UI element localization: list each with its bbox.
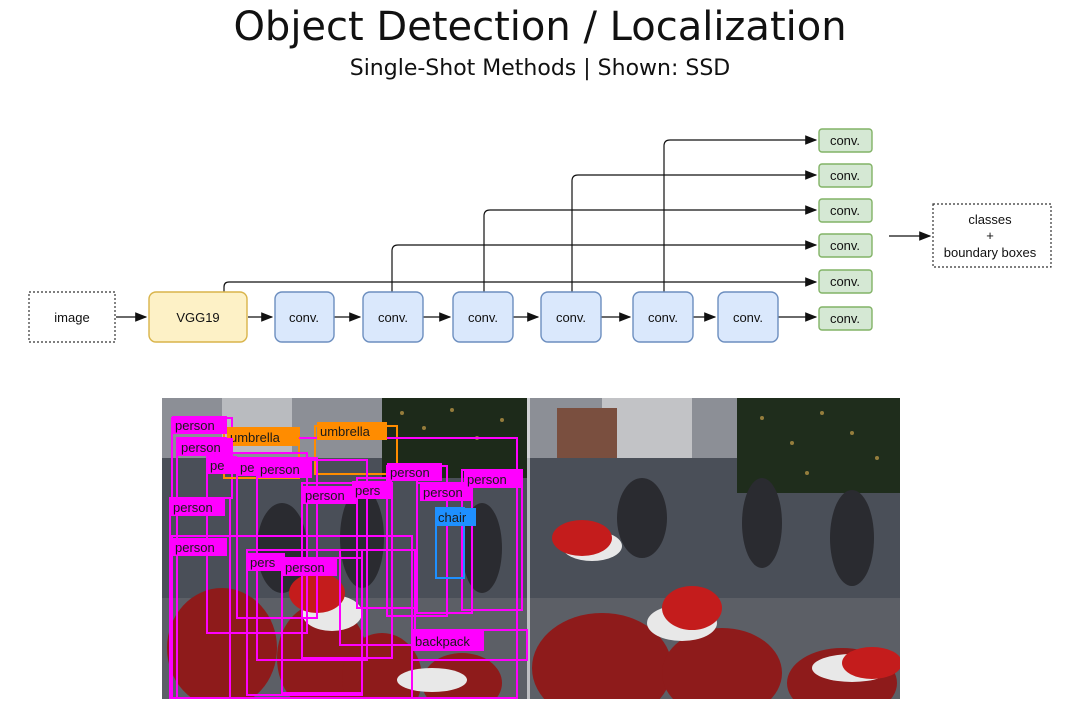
skip-conv3-head4 bbox=[483, 205, 818, 292]
detection-label: person bbox=[423, 485, 463, 500]
output-label-line3: boundary boxes bbox=[944, 245, 1037, 260]
head-conv-label: conv. bbox=[830, 311, 860, 326]
conv-node-label: conv. bbox=[648, 310, 678, 325]
output-node: classes + boundary boxes bbox=[932, 203, 1052, 268]
conv-node-2: conv. bbox=[362, 291, 424, 343]
conv-node-3: conv. bbox=[452, 291, 514, 343]
head-conv-3: conv. bbox=[818, 233, 873, 258]
detection-label: person bbox=[175, 540, 215, 555]
conv-node-4: conv. bbox=[540, 291, 602, 343]
head-conv-2: conv. bbox=[818, 269, 873, 294]
conv-node-label: conv. bbox=[468, 310, 498, 325]
head-conv-label: conv. bbox=[830, 168, 860, 183]
detection-label: backpack bbox=[415, 634, 470, 649]
conv-node-6: conv. bbox=[717, 291, 779, 343]
head-conv-4: conv. bbox=[818, 198, 873, 223]
detection-label: person bbox=[173, 500, 213, 515]
skip-conv4-head5 bbox=[571, 170, 818, 292]
head-conv-5: conv. bbox=[818, 163, 873, 188]
detection-label: pers bbox=[250, 555, 276, 570]
detection-label: pe bbox=[240, 460, 254, 475]
detection-label: person bbox=[305, 488, 345, 503]
detection-example-photo: person umbrella umbrella person pe pe pe… bbox=[162, 398, 900, 699]
detection-label: person bbox=[467, 472, 507, 487]
head-conv-1: conv. bbox=[818, 306, 873, 331]
page-title: Object Detection / Localization bbox=[233, 4, 847, 50]
conv-node-label: conv. bbox=[733, 310, 763, 325]
conv-node-5: conv. bbox=[632, 291, 694, 343]
output-label-line2: + bbox=[986, 228, 994, 243]
head-conv-label: conv. bbox=[830, 274, 860, 289]
detection-scene: person umbrella umbrella person pe pe pe… bbox=[162, 398, 900, 699]
vgg19-node: VGG19 bbox=[148, 291, 248, 343]
vgg19-node-label: VGG19 bbox=[176, 310, 219, 325]
head-conv-6: conv. bbox=[818, 128, 873, 153]
detection-label: umbrella bbox=[320, 424, 371, 439]
detection-label: chair bbox=[438, 510, 467, 525]
detection-label: pers bbox=[355, 483, 381, 498]
page-subtitle: Single-Shot Methods | Shown: SSD bbox=[349, 56, 731, 81]
detection-label: person bbox=[390, 465, 430, 480]
skip-vgg-head2 bbox=[223, 277, 818, 292]
detection-label: umbrella bbox=[230, 430, 281, 445]
output-label-line1: classes bbox=[968, 212, 1012, 227]
ssd-architecture-diagram: image VGG19 conv. conv. conv. conv. conv… bbox=[28, 128, 1052, 343]
conv-node-label: conv. bbox=[378, 310, 408, 325]
skip-conv2-head3 bbox=[391, 240, 818, 292]
conv-node-1: conv. bbox=[274, 291, 335, 343]
detection-label: person bbox=[175, 418, 215, 433]
conv-node-label: conv. bbox=[556, 310, 586, 325]
conv-node-label: conv. bbox=[289, 310, 319, 325]
head-conv-label: conv. bbox=[830, 238, 860, 253]
detection-label: person bbox=[285, 560, 325, 575]
head-conv-label: conv. bbox=[830, 203, 860, 218]
head-conv-label: conv. bbox=[830, 133, 860, 148]
input-node: image bbox=[28, 291, 116, 343]
detection-label: person bbox=[181, 440, 221, 455]
detection-label: person bbox=[260, 462, 300, 477]
skip-conv5-head6 bbox=[663, 135, 818, 292]
input-node-label: image bbox=[54, 310, 89, 325]
detection-label: pe bbox=[210, 458, 224, 473]
